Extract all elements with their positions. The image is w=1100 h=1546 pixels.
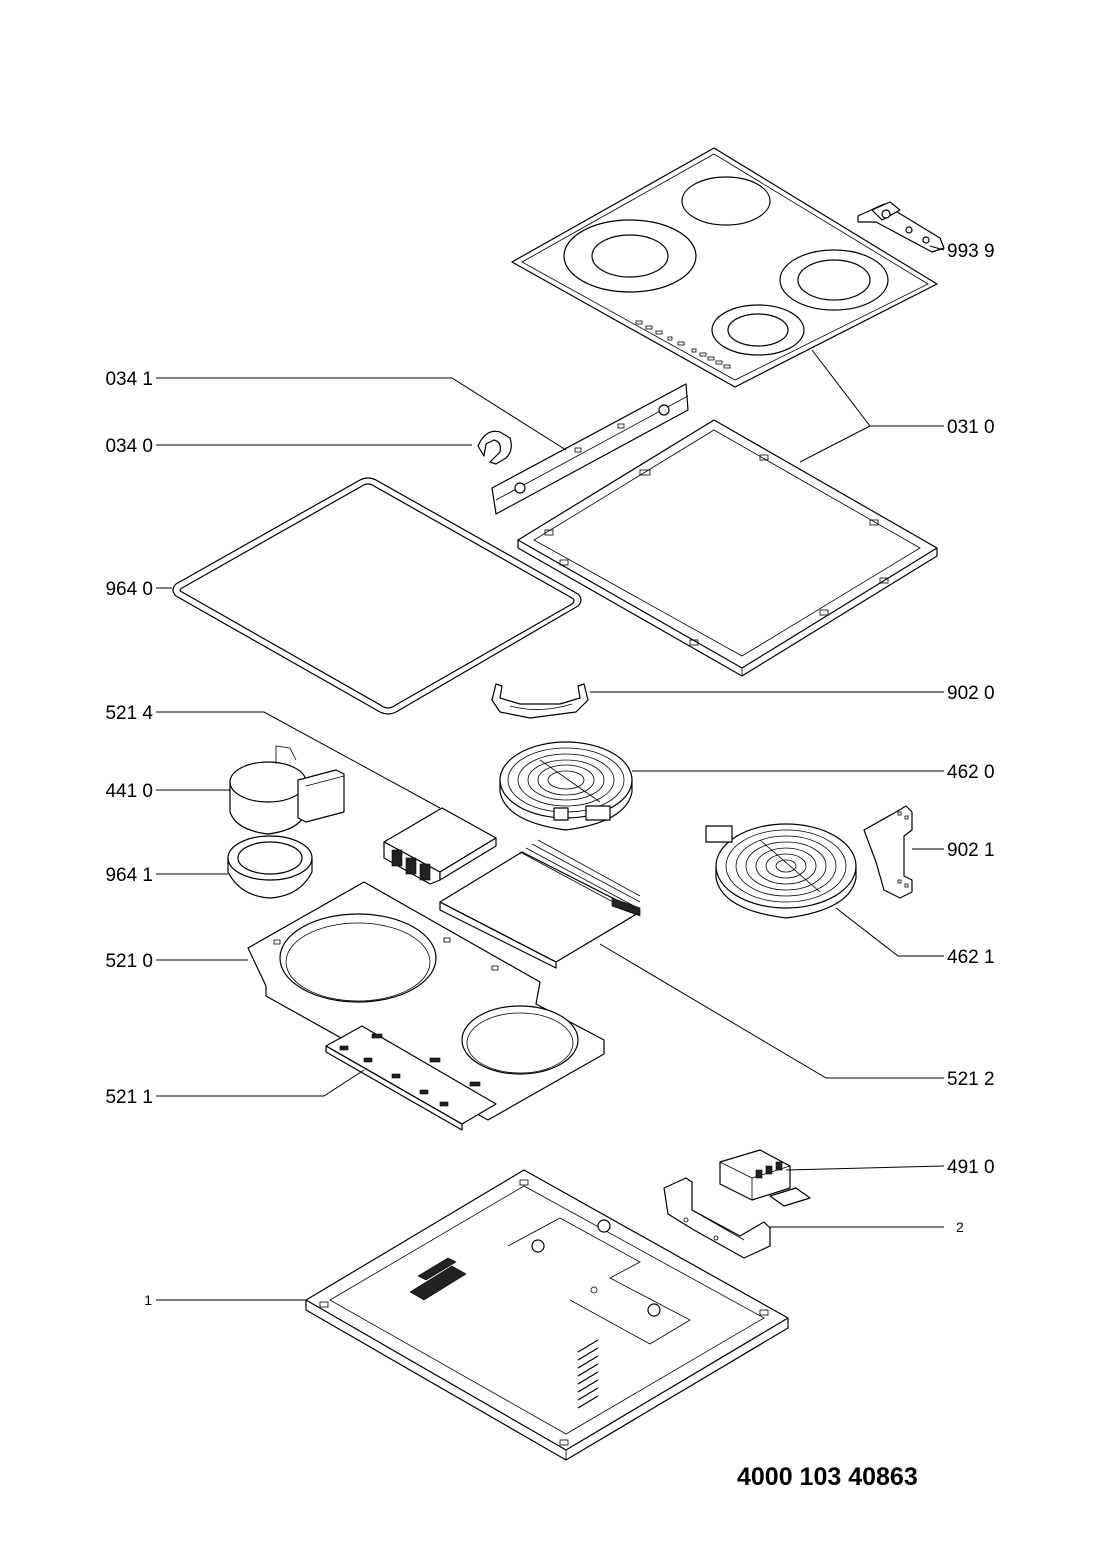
terminal-bracket [663, 1177, 771, 1259]
clip [477, 430, 512, 465]
cooktop-frame [517, 419, 938, 677]
heatsink-fins [519, 839, 641, 917]
cooling-fan [229, 745, 345, 835]
label-441-0: 441 0 [105, 781, 153, 802]
glass-ceramic-top [511, 147, 938, 388]
label-462-0: 462 0 [947, 762, 995, 783]
bottom-housing [305, 1169, 789, 1461]
label-902-1: 902 1 [947, 840, 995, 861]
mounting-rail [491, 383, 689, 515]
fan-ring-gasket [227, 835, 313, 899]
bracket-993-9 [857, 201, 945, 253]
label-2: 2 [956, 1219, 964, 1235]
label-031-0: 031 0 [947, 417, 995, 438]
control-module [383, 807, 497, 885]
label-521-1: 521 1 [105, 1087, 153, 1108]
frame-gasket [172, 477, 582, 715]
control-board [325, 1025, 497, 1131]
label-993-9: 993 9 [947, 241, 995, 262]
touch-control-marks [635, 320, 731, 369]
label-034-0: 034 0 [105, 436, 153, 457]
label-521-0: 521 0 [105, 951, 153, 972]
power-board [439, 839, 641, 969]
label-034-1: 034 1 [105, 369, 153, 390]
document-number: 4000 103 40863 [737, 1463, 918, 1491]
label-462-1: 462 1 [947, 947, 995, 968]
radiant-heater-large [705, 823, 857, 919]
label-964-0: 964 0 [105, 579, 153, 600]
heater-bracket [491, 683, 589, 719]
induction-plate [247, 881, 605, 1121]
heater-bracket-large [863, 805, 913, 899]
terminal-block [719, 1149, 811, 1207]
radiant-heater-small [499, 741, 633, 831]
part-labels: 993 9 034 1 034 0 031 0 964 0 902 0 521 … [105, 241, 994, 1308]
vent-grid [409, 1257, 467, 1301]
label-491-0: 491 0 [947, 1157, 995, 1178]
label-521-2: 521 2 [947, 1069, 995, 1090]
label-1: 1 [144, 1292, 152, 1308]
label-521-4: 521 4 [105, 703, 153, 724]
label-902-0: 902 0 [947, 683, 995, 704]
leader-lines [156, 245, 945, 1301]
vent-slots [577, 1339, 599, 1409]
label-964-1: 964 1 [105, 865, 153, 886]
